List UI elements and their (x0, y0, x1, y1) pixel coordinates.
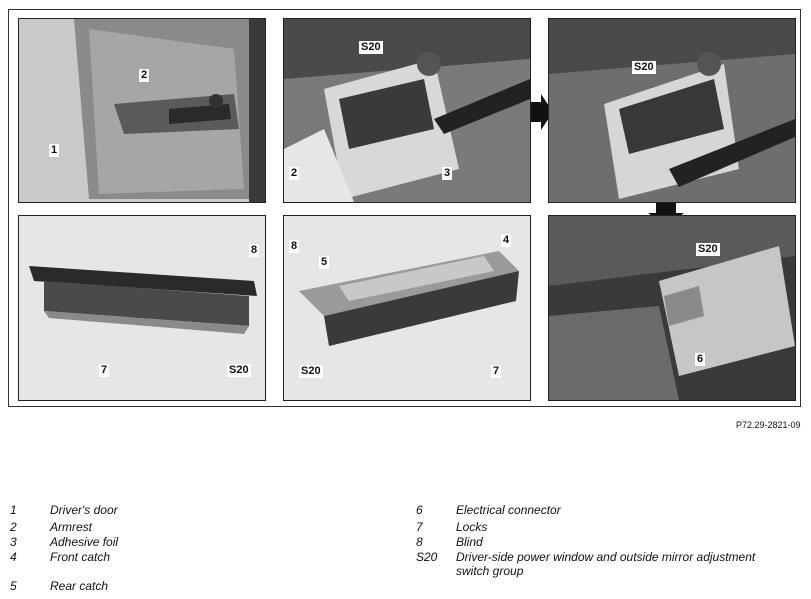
panel-removal: S20 3 2 (283, 18, 531, 203)
figure-id: P72.29-2821-09 (736, 420, 801, 430)
legend-number: S20 (416, 550, 438, 564)
legend-number: 8 (416, 535, 423, 549)
legend-number: 2 (10, 520, 17, 534)
arrow-right-icon (531, 94, 553, 130)
callout-2: 2 (139, 69, 150, 82)
side-view-illustration (19, 216, 265, 400)
removal-illustration (284, 19, 530, 202)
callout-7: 7 (491, 365, 502, 378)
callout-8: 8 (289, 240, 300, 253)
callout-4: 4 (501, 234, 512, 247)
legend-item: S20 Driver-side power window and outside… (416, 550, 806, 580)
legend-text: Locks (456, 520, 488, 534)
callout-7: 7 (99, 364, 110, 377)
legend-text: Front catch (50, 550, 111, 564)
callout-2: 2 (289, 167, 300, 180)
callout-s20: S20 (359, 41, 383, 54)
callout-s20: S20 (227, 364, 251, 377)
callout-8: 8 (249, 244, 260, 257)
legend-text: Rear catch (50, 579, 109, 593)
perspective-illustration (284, 216, 530, 400)
connector-illustration (549, 216, 795, 400)
door-illustration (19, 19, 265, 202)
legend-number: 7 (416, 520, 423, 534)
callout-s20: S20 (696, 243, 720, 256)
callout-3: 3 (442, 167, 453, 180)
panel-perspective: 8 5 4 S20 7 (283, 215, 531, 401)
panel-connector: S20 6 (548, 215, 796, 401)
legend-number: 4 (10, 550, 17, 564)
lifted-illustration (549, 19, 795, 202)
legend-number: 5 (10, 579, 17, 593)
callout-1: 1 (49, 144, 60, 157)
callout-6: 6 (695, 353, 706, 366)
legend-text: Blind (456, 535, 483, 549)
legend-text: Armrest (50, 520, 92, 534)
legend-text: Driver's door (50, 503, 118, 517)
legend-number: 3 (10, 535, 17, 549)
panel-lifted: S20 (548, 18, 796, 203)
callout-5: 5 (319, 256, 330, 269)
figure-frame (8, 9, 801, 407)
panel-side-view: 8 7 S20 (18, 215, 266, 401)
legend-text: Adhesive foil (50, 535, 119, 549)
panel-door: 2 1 (18, 18, 266, 203)
callout-s20: S20 (632, 61, 656, 74)
legend-text: Driver-side power window and outside mir… (456, 550, 756, 578)
legend-text: Electrical connector (456, 503, 561, 517)
legend-number: 1 (10, 503, 17, 517)
legend-number: 6 (416, 503, 423, 517)
callout-s20: S20 (299, 365, 323, 378)
